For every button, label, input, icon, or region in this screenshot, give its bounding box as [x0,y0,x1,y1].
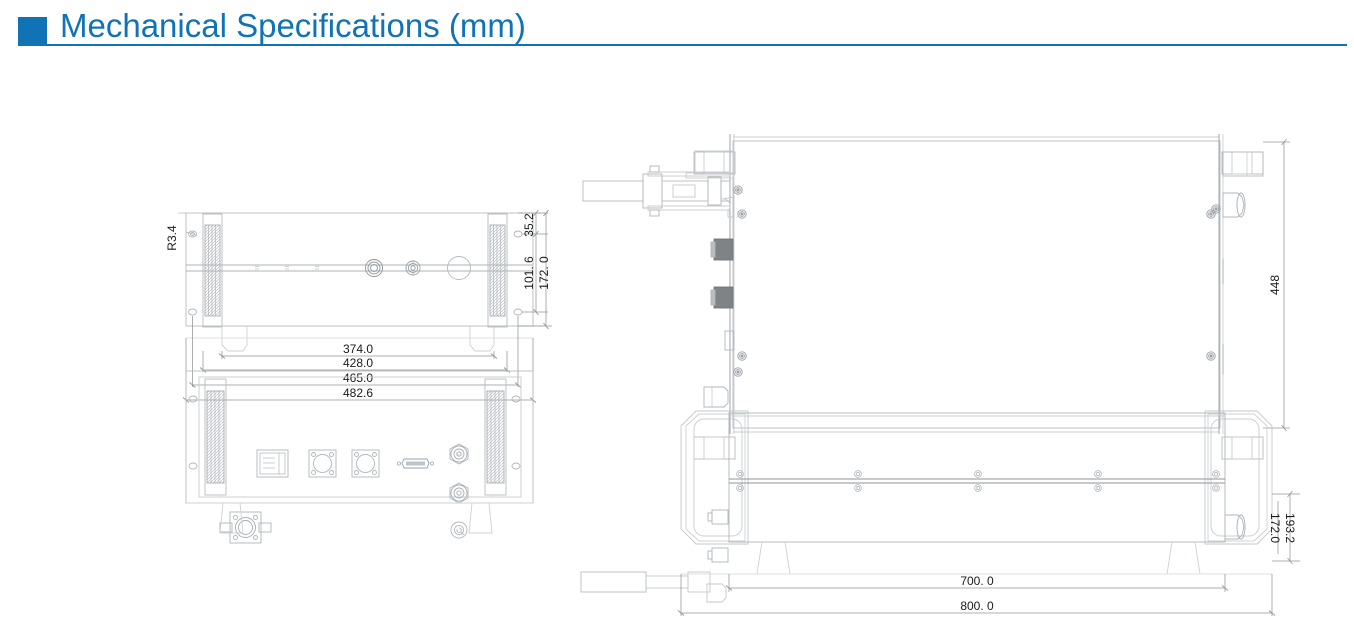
connector-flange-lower-left [219,511,272,544]
left-hardware-assembly [582,150,734,217]
dim-label-800: 800. 0 [960,599,994,613]
view-top-left: 374.0 428.0 465.0 482.6 R3.4 35.2 10 [165,209,552,403]
dim-label-428: 428.0 [343,356,373,370]
connector-terminal-block [256,449,289,478]
dim-label-172-0: 172. 0 [537,256,551,290]
dim-label-101-6: 101. 6 [522,256,536,290]
dim-label-193-2: 193.2 [1283,513,1297,543]
connector-dsub [396,458,435,469]
side-left-connectors [706,509,729,603]
dim-448 [1263,138,1290,432]
connector-square-2 [351,449,380,478]
rail-feature-1 [365,259,383,277]
bolt-row-upper [736,470,1220,478]
square-bullet-icon [18,17,47,46]
rail-feature-2 [405,260,421,276]
connector-round-2 [449,482,469,504]
view-assembly-top: 448 [582,134,1290,460]
mechanical-drawing: 374.0 428.0 465.0 482.6 R3.4 35.2 10 [0,54,1354,634]
dim-label-r34: R3.4 [165,225,179,251]
view-front-panel [185,370,534,544]
side-right-connector [1224,514,1246,540]
rail-feature-3 [447,256,471,280]
dim-label-448: 448 [1268,275,1282,295]
left-edge-components [703,185,743,408]
bolt-row-lower [736,484,1220,492]
drawing-canvas: 374.0 428.0 465.0 482.6 R3.4 35.2 10 [165,134,1300,616]
connector-round-3 [450,521,468,539]
page-header: Mechanical Specifications (mm) [0,0,1354,54]
mount-slot-left-top [188,230,197,238]
dim-label-374: 374.0 [343,342,373,356]
dim-label-482: 482.6 [343,386,373,400]
mount-slot-left-bottom [188,308,197,316]
connector-round-1 [449,443,469,465]
mount-slot-right-top [513,230,523,238]
header-divider [47,44,1347,46]
dim-label-35-2: 35.2 [522,213,536,237]
dim-chain-horizontal [182,316,537,403]
right-edge-components [1211,151,1264,374]
page-title: Mechanical Specifications (mm) [60,7,526,44]
mount-slot-right-bottom [513,308,523,316]
dim-label-700: 700. 0 [960,574,994,588]
dim-chain-vertical [518,209,552,330]
view-assembly-side: 193.2 172.0 700. 0 800. 0 [580,410,1300,616]
dim-chain-side-horizontal [677,574,1276,616]
connector-square-1 [308,449,337,478]
dim-label-465: 465.0 [343,371,373,385]
dim-label-172-0-side: 172.0 [1268,513,1282,543]
dim-chain-side-vertical [1272,490,1300,565]
